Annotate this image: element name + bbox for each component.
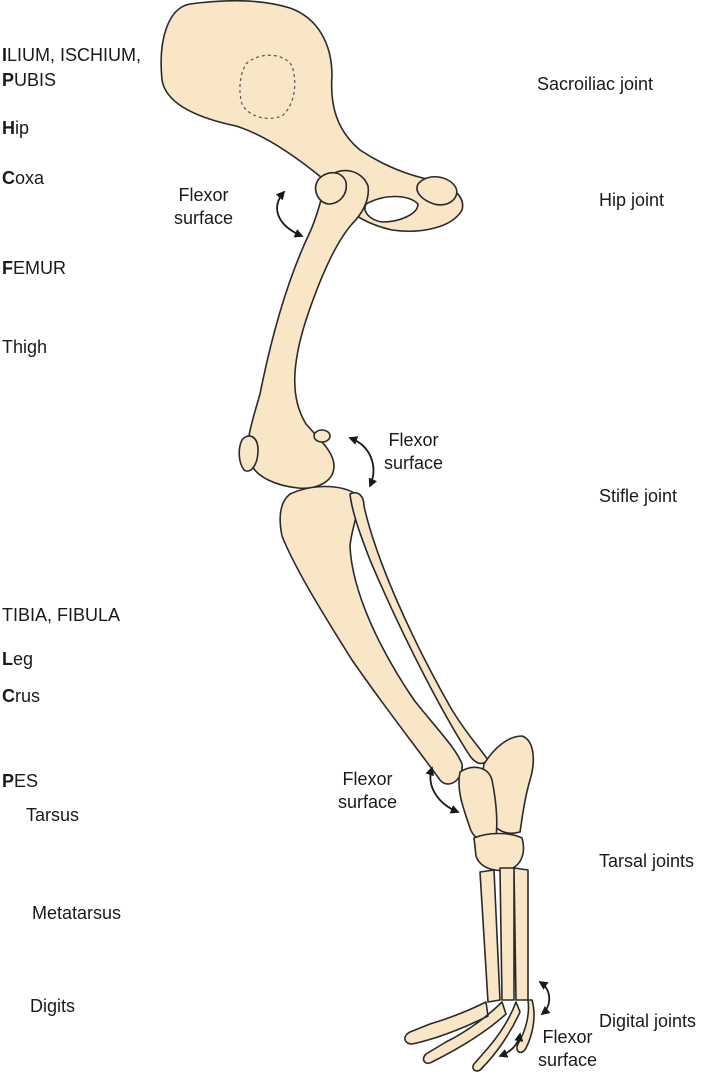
tarsal-bones [458, 766, 498, 842]
hip-flexor-arrow [275, 190, 304, 238]
label-metatarsus: Metatarsus [32, 903, 122, 923]
label-leg: Leg [2, 649, 34, 669]
sacral-articular-surface [239, 54, 296, 119]
label-hip: Hip [2, 118, 30, 138]
fabella [313, 429, 331, 443]
pelvis-bone [160, 0, 464, 232]
label-digital-joints: Digital joints [599, 1011, 697, 1031]
ischial-tuber [416, 176, 458, 206]
label-crus: Crus [2, 686, 41, 706]
digital-flexor-arrow-lower [498, 1032, 524, 1058]
obturator-foramen [364, 195, 419, 223]
femoral-head [314, 171, 348, 205]
stifle-flexor-arrow [348, 436, 378, 488]
metatarsal-bones [479, 867, 529, 1003]
label-ilium-ischium: ILIUM, ISCHIUM, [2, 45, 142, 65]
label-pes: PES [2, 771, 39, 791]
phalanges [404, 999, 535, 1072]
label-stifle-joint: Stifle joint [599, 486, 678, 506]
label-femur: FEMUR [2, 258, 66, 278]
label-sacroiliac-joint: Sacroiliac joint [537, 74, 654, 94]
label-tibia-fibula: TIBIA, FIBULA [2, 605, 121, 625]
patella [238, 435, 259, 472]
label-thigh: Thigh [2, 337, 48, 357]
femur-bone [247, 169, 370, 490]
label-hip-joint: Hip joint [599, 190, 665, 210]
distal-tarsals [473, 832, 525, 872]
label-coxa: Coxa [2, 168, 45, 188]
label-pubis: PUBIS [2, 70, 57, 90]
label-tarsus: Tarsus [26, 805, 80, 825]
label-tarsal-joints: Tarsal joints [599, 851, 695, 871]
tarsal-flexor-arrow [425, 766, 460, 814]
label-digits: Digits [30, 996, 76, 1016]
digital-flexor-arrow-upper [538, 981, 551, 1016]
